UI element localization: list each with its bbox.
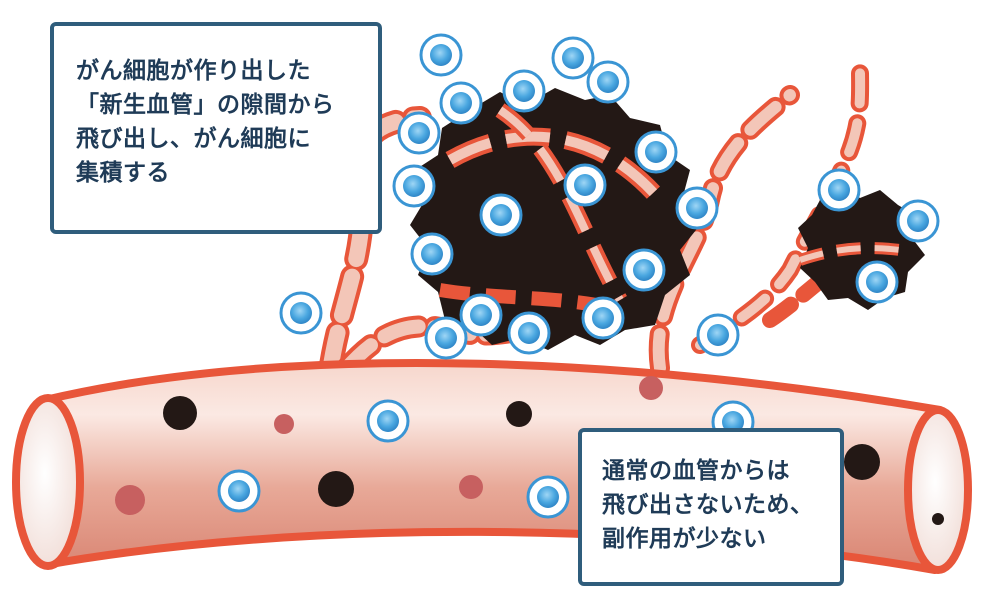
blood-cell — [639, 376, 663, 400]
nanoparticle-icon — [410, 232, 454, 276]
blood-cell — [506, 401, 532, 427]
callout-line: 集積する — [76, 160, 170, 186]
nanoparticle-icon — [217, 469, 261, 513]
nanoparticle-icon — [563, 163, 607, 207]
callout-line: 「新生血管」の隙間から — [76, 92, 335, 118]
nanoparticle-icon — [459, 293, 503, 337]
nanoparticle-icon — [392, 164, 436, 208]
cancer-cell-icon — [410, 88, 700, 350]
vessel-opening-right — [904, 406, 972, 574]
blood-cell — [274, 414, 294, 434]
nanoparticle-icon — [502, 69, 546, 113]
nanoparticle-icon — [526, 475, 570, 519]
nanoparticle-icon — [855, 260, 899, 304]
nanoparticle-icon — [507, 311, 551, 355]
nanoparticle-icon — [479, 193, 523, 237]
callout-line: 飛び出さないため、 — [602, 492, 814, 518]
vessel-opening-left — [12, 394, 84, 570]
nanoparticle-icon — [424, 316, 468, 360]
nanoparticle-icon — [439, 81, 483, 125]
nanoparticle-icon — [586, 60, 630, 104]
nanoparticles — [217, 33, 940, 519]
nanoparticle-icon — [581, 296, 625, 340]
callout-neovessel: がん細胞が作り出した 「新生血管」の隙間から 飛び出し、がん細胞に 集積する — [50, 22, 382, 234]
nanoparticle-icon — [366, 399, 410, 443]
nanoparticle-icon — [634, 130, 678, 174]
callout-line: がん細胞が作り出した — [76, 58, 311, 84]
blood-cell — [932, 513, 944, 525]
nanoparticle-icon — [896, 199, 940, 243]
nanoparticle-icon — [397, 111, 441, 155]
nanoparticle-icon — [622, 248, 666, 292]
nanoparticle-icon — [279, 291, 323, 335]
callout-normal-vessel: 通常の血管からは 飛び出さないため、 副作用が少ない — [578, 428, 844, 586]
nanoparticle-icon — [551, 36, 595, 80]
blood-cell — [115, 485, 145, 515]
nanoparticle-icon — [817, 168, 861, 212]
nanoparticle-icon — [419, 33, 463, 77]
nanoparticle-icon — [675, 186, 719, 230]
blood-cell — [459, 475, 483, 499]
nanoparticle-icon — [696, 313, 740, 357]
blood-cell — [844, 444, 880, 480]
blood-cell — [163, 396, 197, 430]
blood-cell — [318, 471, 354, 507]
callout-line: 通常の血管からは — [602, 458, 790, 484]
callout-line: 副作用が少ない — [602, 526, 767, 552]
callout-line: 飛び出し、がん細胞に — [76, 126, 311, 152]
